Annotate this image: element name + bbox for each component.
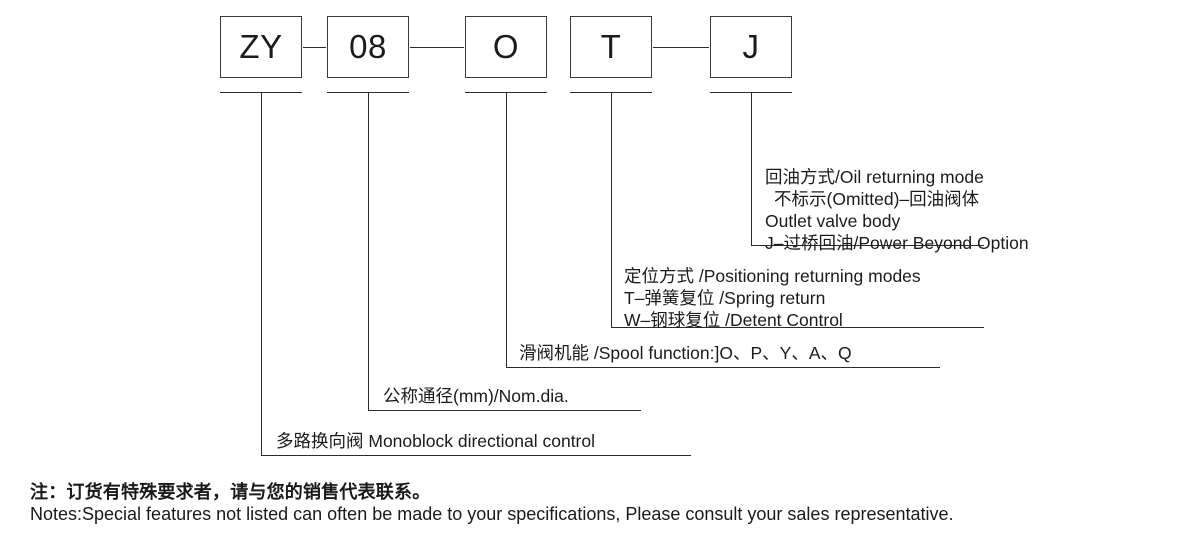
code-box-series[interactable]: ZY (220, 16, 302, 78)
footer-note-english: Notes:Special features not listed can of… (30, 504, 954, 524)
code-box-spool[interactable]: O (465, 16, 547, 78)
leader-drop-series (261, 92, 262, 455)
code-box-nominal-dia[interactable]: 08 (327, 16, 409, 78)
positioning-line-3: W–钢球复位 /Detent Control (624, 310, 843, 330)
underline-positioning (611, 327, 984, 328)
oil-return-line-1: 回油方式/Oil returning mode (765, 167, 984, 187)
connector-series-to-dia (303, 47, 326, 48)
connector-dia-to-spool (410, 47, 464, 48)
underline-oil-return (751, 245, 984, 246)
annotation-spool-function: 滑阀机能 /Spool function:]O、P、Y、A、Q (519, 342, 852, 364)
positioning-line-1: 定位方式 /Positioning returning modes (624, 266, 921, 286)
annotation-oil-returning-mode: 回油方式/Oil returning mode 不标示(Omitted)–回油阀… (765, 166, 1029, 254)
annotation-nominal-diameter: 公称通径(mm)/Nom.dia. (383, 385, 569, 407)
leader-drop-nominal-dia (368, 92, 369, 410)
connector-positioning-to-oil-return (653, 47, 709, 48)
underline-spool (506, 367, 940, 368)
code-box-oil-return[interactable]: J (710, 16, 792, 78)
underline-series (261, 455, 691, 456)
spool-line-1: 滑阀机能 /Spool function:]O、P、Y、A、Q (519, 343, 852, 363)
oil-return-line-3: Outlet valve body (765, 211, 901, 231)
leader-drop-positioning (611, 92, 612, 327)
annotation-positioning-returning-modes: 定位方式 /Positioning returning modes T–弹簧复位… (624, 265, 921, 331)
footer-note-chinese: 注：订货有特殊要求者，请与您的销售代表联系。 (30, 482, 431, 502)
oil-return-line-4: J–过桥回油/Power Beyond Option (765, 233, 1029, 253)
series-line-1: 多路换向阀 Monoblock directional control (276, 431, 596, 451)
nominal-dia-line-1: 公称通径(mm)/Nom.dia. (383, 386, 569, 406)
annotation-monoblock-directional-control: 多路换向阀 Monoblock directional control (276, 430, 595, 452)
oil-return-line-2: 不标示(Omitted)–回油阀体 (774, 189, 980, 209)
code-box-positioning[interactable]: T (570, 16, 652, 78)
leader-drop-oil-return (751, 92, 752, 245)
positioning-line-2: T–弹簧复位 /Spring return (624, 288, 826, 308)
leader-drop-spool (506, 92, 507, 367)
underline-nominal-dia (368, 410, 641, 411)
